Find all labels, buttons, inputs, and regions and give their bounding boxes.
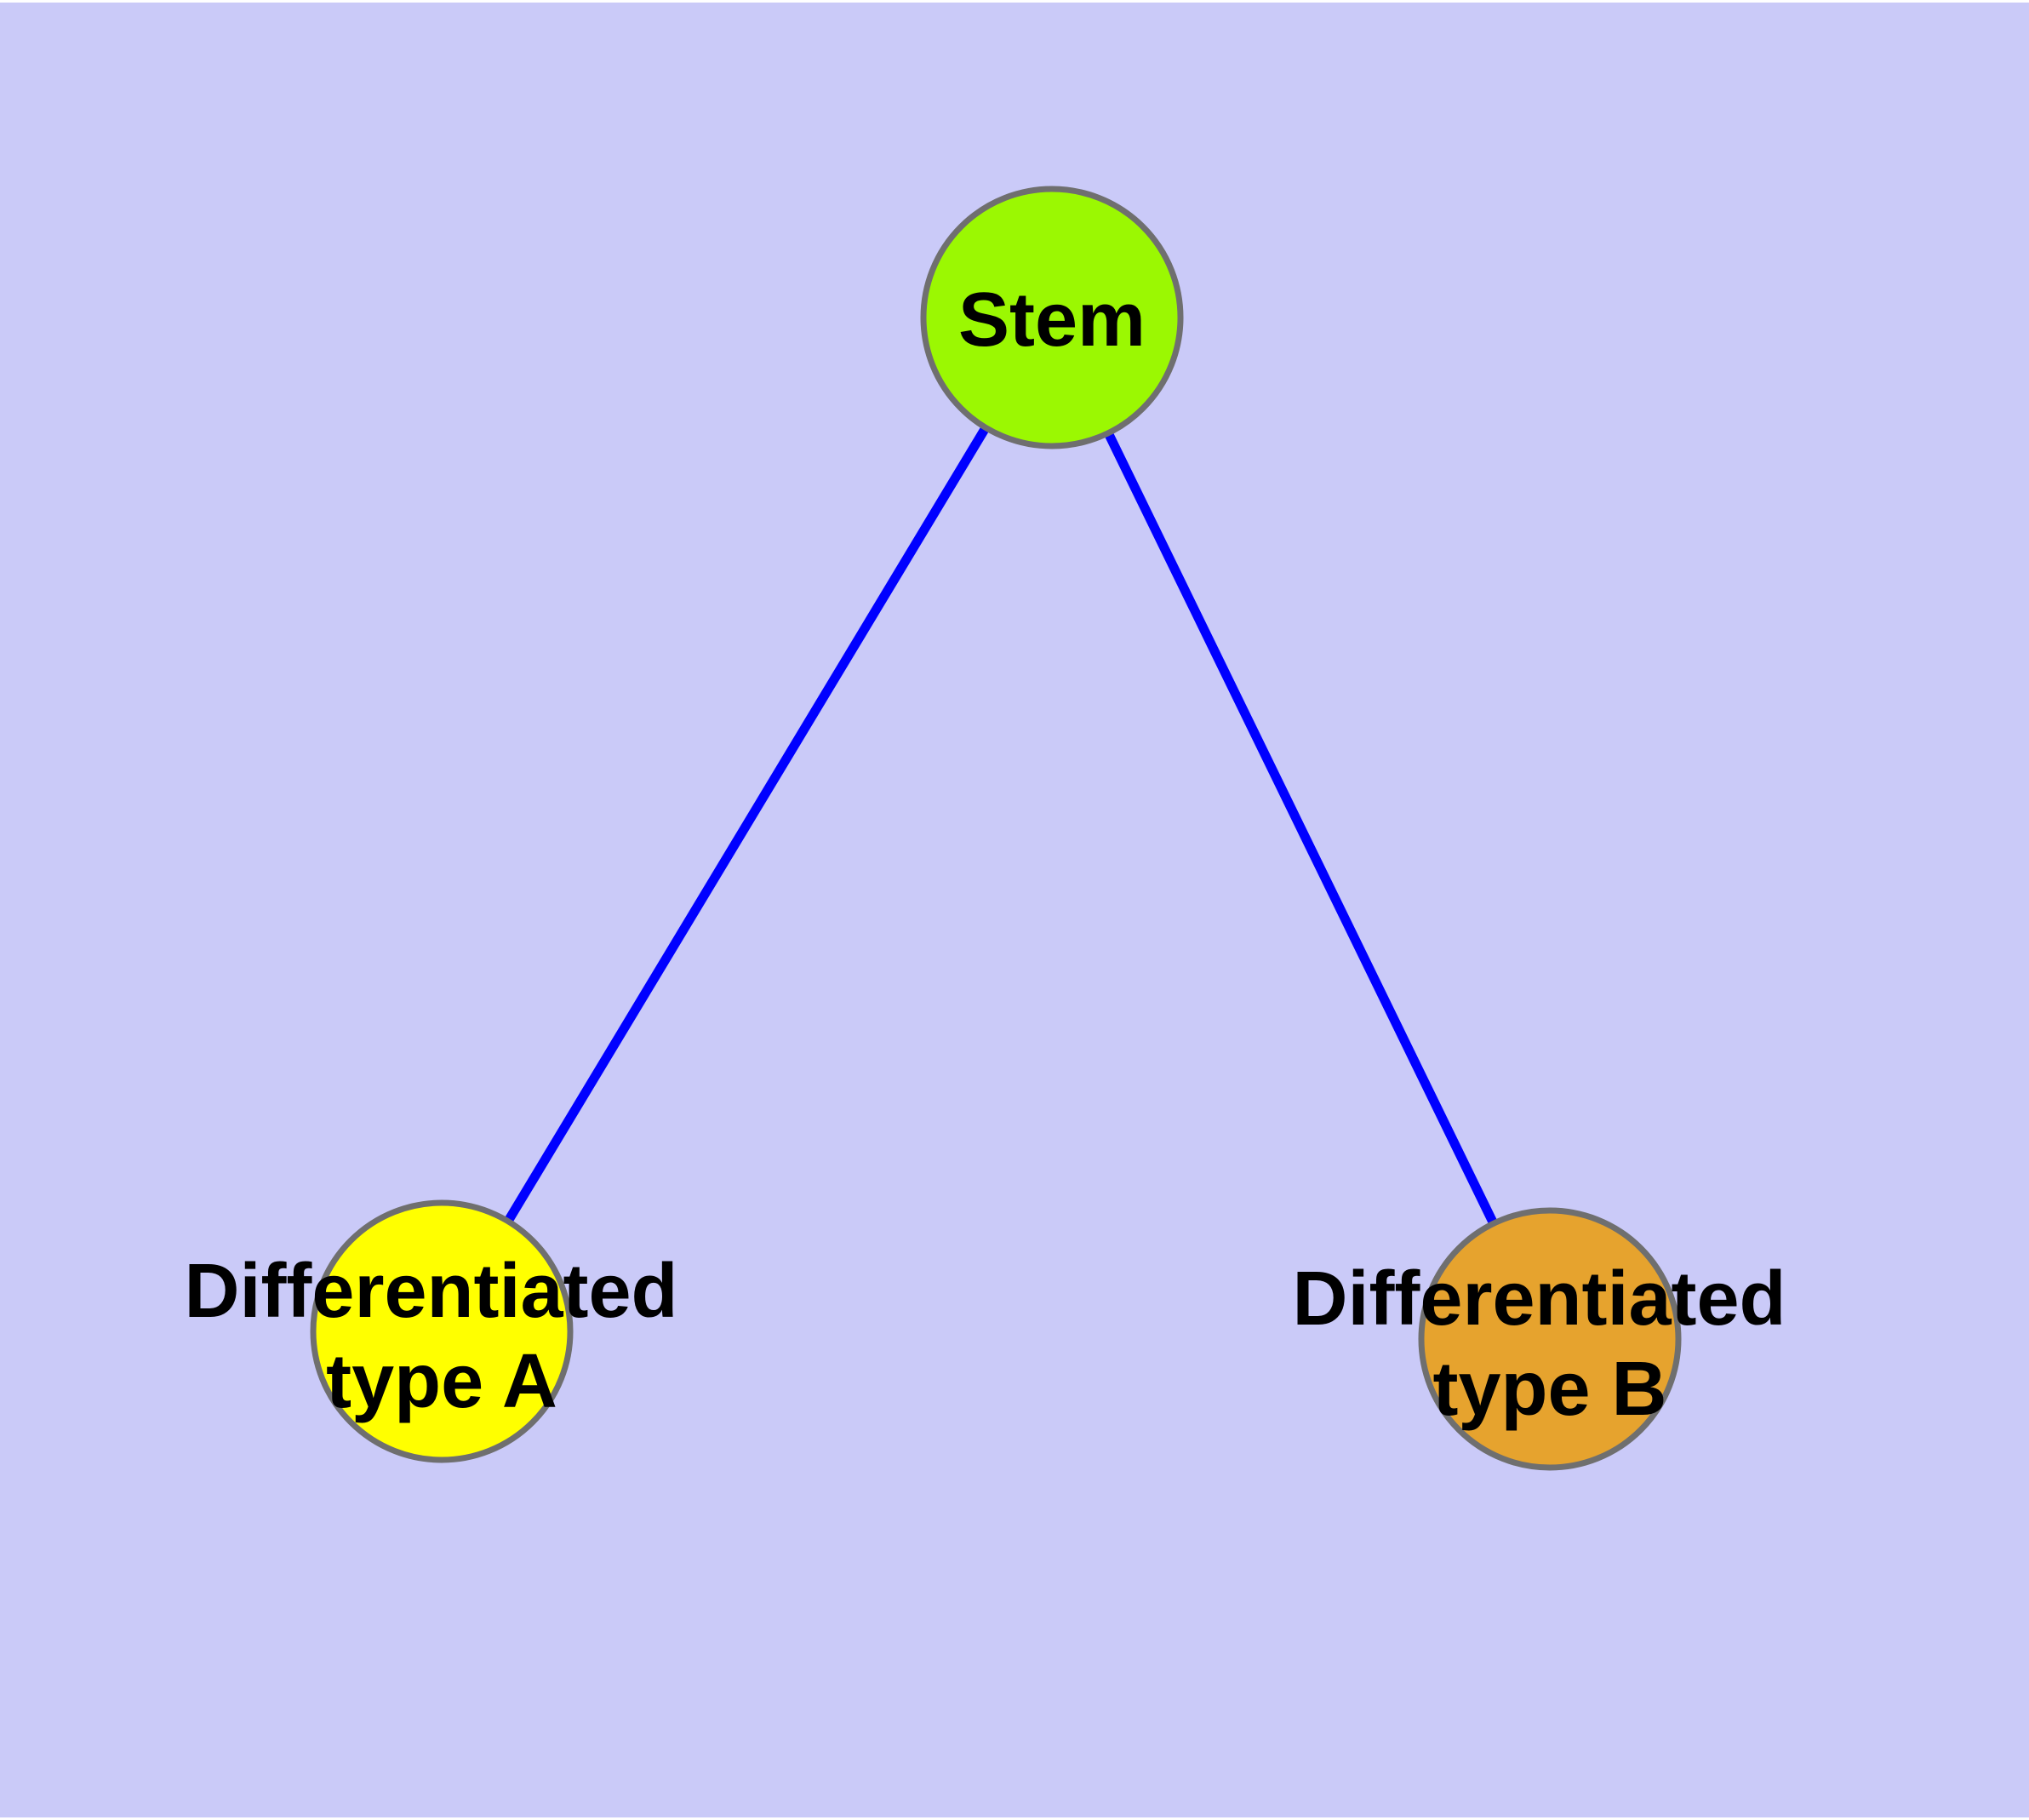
node-stem-circle: [920, 186, 1184, 449]
node-stem: Stem: [920, 186, 1184, 449]
diagram-canvas: Stem Differentiated type A Differentiate…: [0, 3, 2029, 1817]
edge-stem-to-type-a: [437, 315, 1056, 1334]
node-differentiated-type-b-label-line1: Differentiated: [1292, 1256, 1786, 1342]
edge-stem-to-type-b: [1048, 315, 1554, 1342]
node-differentiated-type-b: Differentiated type B: [1292, 1207, 1807, 1471]
node-differentiated-type-b-label-line2: type B: [1432, 1347, 1666, 1432]
node-differentiated-type-a-label-line2: type A: [326, 1339, 557, 1424]
node-differentiated-type-a-label: Differentiated type A: [184, 1249, 699, 1424]
node-differentiated-type-b-label: Differentiated type B: [1292, 1256, 1807, 1432]
node-differentiated-type-a-label-line1: Differentiated: [184, 1249, 677, 1334]
node-stem-label: Stem: [958, 278, 1146, 363]
node-differentiated-type-a-circle: [310, 1199, 574, 1463]
node-differentiated-type-a: Differentiated type A: [184, 1199, 699, 1463]
node-differentiated-type-b-circle: [1418, 1207, 1682, 1471]
graph-svg: Stem Differentiated type A Differentiate…: [184, 186, 1807, 1471]
